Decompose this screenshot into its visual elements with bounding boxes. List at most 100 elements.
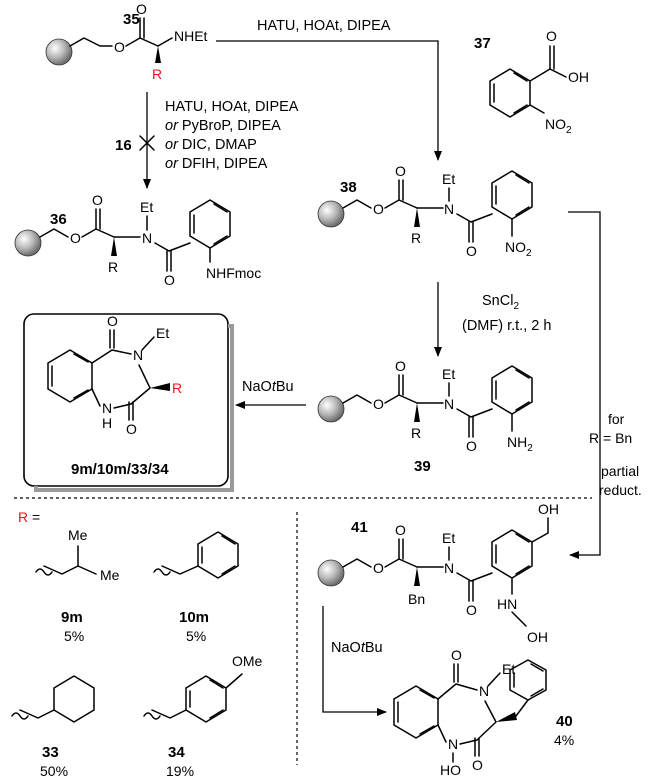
svg-text:NHFmoc: NHFmoc (206, 265, 261, 281)
resin-bead-icon (317, 200, 345, 228)
svg-text:H: H (102, 415, 112, 431)
svg-text:O: O (546, 28, 557, 44)
svg-text:(DMF) r.t., 2 h: (DMF) r.t., 2 h (462, 318, 551, 334)
svg-text:OMe: OMe (232, 653, 263, 669)
svg-text:NaOtBu: NaOtBu (331, 640, 383, 656)
svg-text:O: O (472, 757, 483, 773)
svg-text:Me: Me (100, 567, 120, 583)
svg-text:O: O (466, 438, 477, 454)
svg-text:R: R (18, 509, 28, 525)
svg-text:O: O (107, 313, 118, 329)
svg-text:OH: OH (527, 629, 548, 645)
compound-40: O N Et O N HO 40 4% (393, 647, 574, 778)
svg-text:Et: Et (140, 199, 153, 215)
svg-text:O: O (466, 602, 477, 618)
svg-text:40: 40 (556, 713, 573, 730)
side-note: for R = Bn partial reduct. (589, 411, 642, 498)
svg-text:Et: Et (502, 661, 515, 677)
resin-bead-icon (14, 229, 42, 257)
svg-text:Me: Me (68, 527, 88, 543)
compound-39: O O N Et R O NH2 39 (317, 358, 533, 475)
svg-text:HATU, HOAt, DIPEA: HATU, HOAt, DIPEA (165, 99, 299, 115)
svg-text:4%: 4% (554, 732, 574, 748)
svg-text:41: 41 (351, 519, 368, 536)
svg-text:O: O (395, 163, 406, 179)
failed-conditions: HATU, HOAt, DIPEA or PyBroP, DIPEA or DI… (165, 99, 299, 172)
svg-text:O: O (373, 201, 384, 217)
svg-text:N: N (444, 560, 454, 576)
svg-text:5%: 5% (186, 628, 206, 644)
svg-text:NaOtBu: NaOtBu (242, 379, 294, 395)
svg-text:O: O (136, 1, 147, 17)
svg-text:O: O (70, 230, 81, 246)
svg-text:N: N (479, 683, 489, 699)
resin-bead-icon (317, 395, 345, 423)
svg-text:50%: 50% (40, 763, 68, 779)
svg-text:R: R (152, 66, 162, 82)
svg-text:16: 16 (115, 137, 132, 154)
svg-text:9m: 9m (61, 609, 83, 626)
svg-text:N: N (448, 736, 458, 752)
svg-text:N: N (444, 201, 454, 217)
svg-text:33: 33 (42, 744, 59, 761)
svg-text:OH: OH (568, 69, 589, 85)
svg-text:O: O (373, 560, 384, 576)
svg-text:HN: HN (497, 596, 517, 612)
svg-text:R: R (411, 425, 421, 441)
svg-text:for: for (608, 411, 625, 427)
compound-37: 37 O OH NO2 (474, 28, 589, 136)
svg-text:NO2: NO2 (505, 239, 532, 259)
r-legend: R = Me Me 9m 5% 10m 5% 33 50% OMe 34 19% (11, 509, 263, 779)
svg-text:R: R (108, 259, 118, 275)
svg-text:Et: Et (442, 366, 455, 382)
compound-35: 35 O O NHEt R (45, 1, 208, 82)
svg-text:or PyBroP, DIPEA: or PyBroP, DIPEA (165, 118, 281, 134)
svg-text:36: 36 (50, 211, 67, 228)
svg-text:37: 37 (474, 35, 491, 52)
svg-text:34: 34 (168, 744, 185, 761)
product-box: O N Et R O N H 9m/10m/33/34 (23, 313, 234, 492)
svg-text:R: R (172, 380, 182, 396)
svg-text:N: N (142, 230, 152, 246)
svg-text:NO2: NO2 (545, 116, 572, 136)
svg-text:NH2: NH2 (507, 434, 533, 454)
svg-text:O: O (373, 396, 384, 412)
svg-text:reduct.: reduct. (599, 482, 642, 498)
svg-text:OH: OH (538, 501, 559, 517)
svg-text:=: = (32, 509, 40, 525)
svg-text:O: O (92, 192, 103, 208)
svg-text:Et: Et (156, 325, 169, 341)
svg-text:38: 38 (340, 179, 357, 196)
svg-text:N: N (444, 396, 454, 412)
svg-text:or DFIH, DIPEA: or DFIH, DIPEA (165, 156, 268, 172)
svg-text:O: O (466, 243, 477, 259)
svg-text:O: O (114, 39, 125, 55)
svg-text:partial: partial (601, 463, 639, 479)
compound-38: 38 O O N Et R O NO2 (317, 163, 533, 259)
compound-41: 41 O O N Et Bn O OH HN OH (317, 501, 559, 645)
svg-text:HO: HO (440, 762, 461, 778)
compound-label: 35 (123, 11, 140, 28)
svg-text:R = Bn: R = Bn (589, 430, 632, 446)
svg-text:or DIC, DMAP: or DIC, DMAP (165, 137, 257, 153)
reagent-top: HATU, HOAt, DIPEA (257, 18, 391, 34)
svg-text:R: R (411, 230, 421, 246)
svg-text:19%: 19% (166, 763, 194, 779)
svg-text:N: N (102, 400, 112, 416)
svg-text:Et: Et (442, 171, 455, 187)
svg-text:N: N (133, 347, 143, 363)
compound-36: 36 O O N Et R O NHFmoc (14, 192, 261, 288)
svg-text:9m/10m/33/34: 9m/10m/33/34 (71, 461, 169, 478)
svg-text:39: 39 (414, 458, 431, 475)
svg-text:10m: 10m (179, 609, 209, 626)
svg-text:O: O (126, 421, 137, 437)
svg-text:O: O (164, 272, 175, 288)
svg-text:Et: Et (442, 530, 455, 546)
svg-text:O: O (451, 647, 462, 663)
resin-bead-icon (317, 559, 345, 587)
svg-text:Bn: Bn (408, 591, 425, 607)
resin-bead-icon (45, 38, 73, 66)
svg-text:O: O (395, 522, 406, 538)
svg-text:5%: 5% (64, 628, 84, 644)
